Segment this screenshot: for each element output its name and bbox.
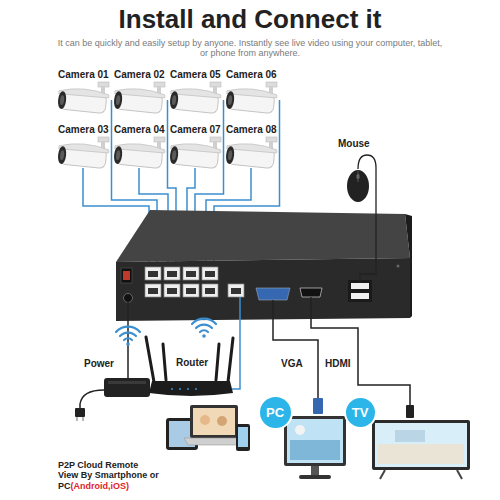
tv-screen (372, 420, 470, 479)
bubble-text: PC (266, 405, 284, 420)
camera-label: Camera 03 (58, 124, 109, 136)
hdmi-plug (406, 405, 414, 418)
vga-plug (313, 398, 323, 414)
subtitle-text: It can be quickly and easily setup by an… (55, 38, 445, 59)
device-label: Mouse (338, 138, 370, 150)
title-text: Install and Connect it (0, 2, 500, 36)
pc-monitor (284, 416, 346, 479)
device-label: Router (176, 357, 208, 369)
camera-label: Camera 05 (170, 69, 221, 81)
camera-label: Camera 07 (170, 124, 221, 136)
display-cables (273, 297, 410, 405)
mouse-device (347, 155, 376, 283)
router-device (116, 297, 240, 396)
power-adapter (75, 302, 150, 421)
remote-devices (166, 405, 250, 451)
label-bubble: TV (346, 398, 375, 427)
cameras (57, 82, 277, 169)
port-label: HDMI (325, 358, 351, 370)
camera-label: Camera 02 (114, 69, 165, 81)
camera-label: Camera 01 (58, 69, 109, 81)
camera-label: Camera 06 (226, 69, 277, 81)
port-label: VGA (281, 358, 303, 370)
device-label: Power (84, 358, 114, 370)
remote-view-block: P2P Cloud Remote View By Smartphone or P… (58, 460, 160, 491)
label-bubble: PC (260, 397, 291, 428)
camera-label: Camera 04 (114, 124, 165, 136)
bubble-text: TV (352, 405, 369, 420)
camera-label: Camera 08 (226, 124, 277, 136)
nvr-recorder (116, 210, 412, 321)
platform-note: (Android,iOS) (71, 481, 130, 491)
